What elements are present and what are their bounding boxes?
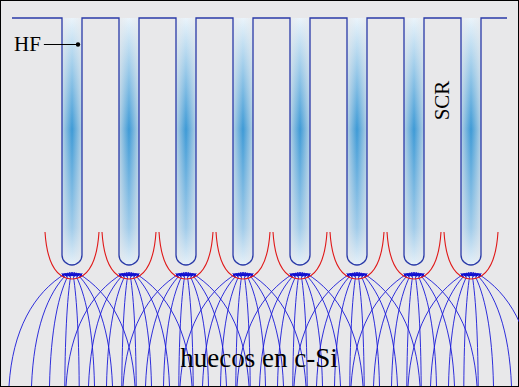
pore-shade: [62, 18, 82, 265]
pore-fill: [404, 18, 424, 265]
field-line: [408, 273, 465, 386]
field-line: [50, 273, 70, 387]
field-line: [358, 272, 364, 386]
pore-fill: [119, 18, 139, 265]
field-lines: [9, 272, 519, 386]
depletion-edge: [159, 232, 213, 279]
pore-shade: [461, 18, 481, 265]
field-line: [392, 273, 412, 387]
depletion-edge: [45, 232, 99, 279]
pores: [62, 18, 481, 265]
pore-fill: [62, 18, 82, 265]
field-line: [123, 273, 180, 386]
field-line: [420, 273, 477, 386]
field-line: [477, 273, 519, 386]
pore-shade: [176, 18, 196, 265]
depletion-edge: [273, 232, 327, 279]
field-line: [449, 273, 469, 387]
pore-shade: [233, 18, 253, 265]
field-line: [78, 273, 135, 386]
depletion-edge: [330, 232, 384, 279]
pore-fill: [290, 18, 310, 265]
pore-fill: [176, 18, 196, 265]
pore-fill: [461, 18, 481, 265]
depletion-boundaries: [45, 232, 498, 279]
field-line: [464, 272, 470, 386]
field-line: [363, 273, 420, 386]
field-line: [475, 273, 511, 386]
field-line: [73, 272, 79, 386]
pore-shade: [347, 18, 367, 265]
label-scr: SCR: [432, 80, 453, 120]
field-line: [473, 273, 493, 387]
field-line: [66, 273, 123, 386]
label-holes: huecos en c-Si: [180, 345, 337, 372]
depletion-edge: [444, 232, 498, 279]
pore-fill: [347, 18, 367, 265]
pore-shade: [290, 18, 310, 265]
leader-line: [44, 44, 76, 45]
field-line: [415, 272, 421, 386]
pore-shade: [404, 18, 424, 265]
field-line: [472, 272, 478, 386]
leader-dot: [76, 42, 80, 46]
depletion-edge: [216, 232, 270, 279]
field-line: [130, 272, 136, 386]
depletion-edge: [102, 232, 156, 279]
depletion-edge: [387, 232, 441, 279]
pore-shade: [119, 18, 139, 265]
label-hf: HF: [14, 34, 41, 55]
silicon-surface: [12, 18, 507, 265]
field-line: [351, 273, 408, 386]
field-line: [107, 273, 127, 387]
field-line: [9, 273, 66, 386]
pore-fill: [233, 18, 253, 265]
